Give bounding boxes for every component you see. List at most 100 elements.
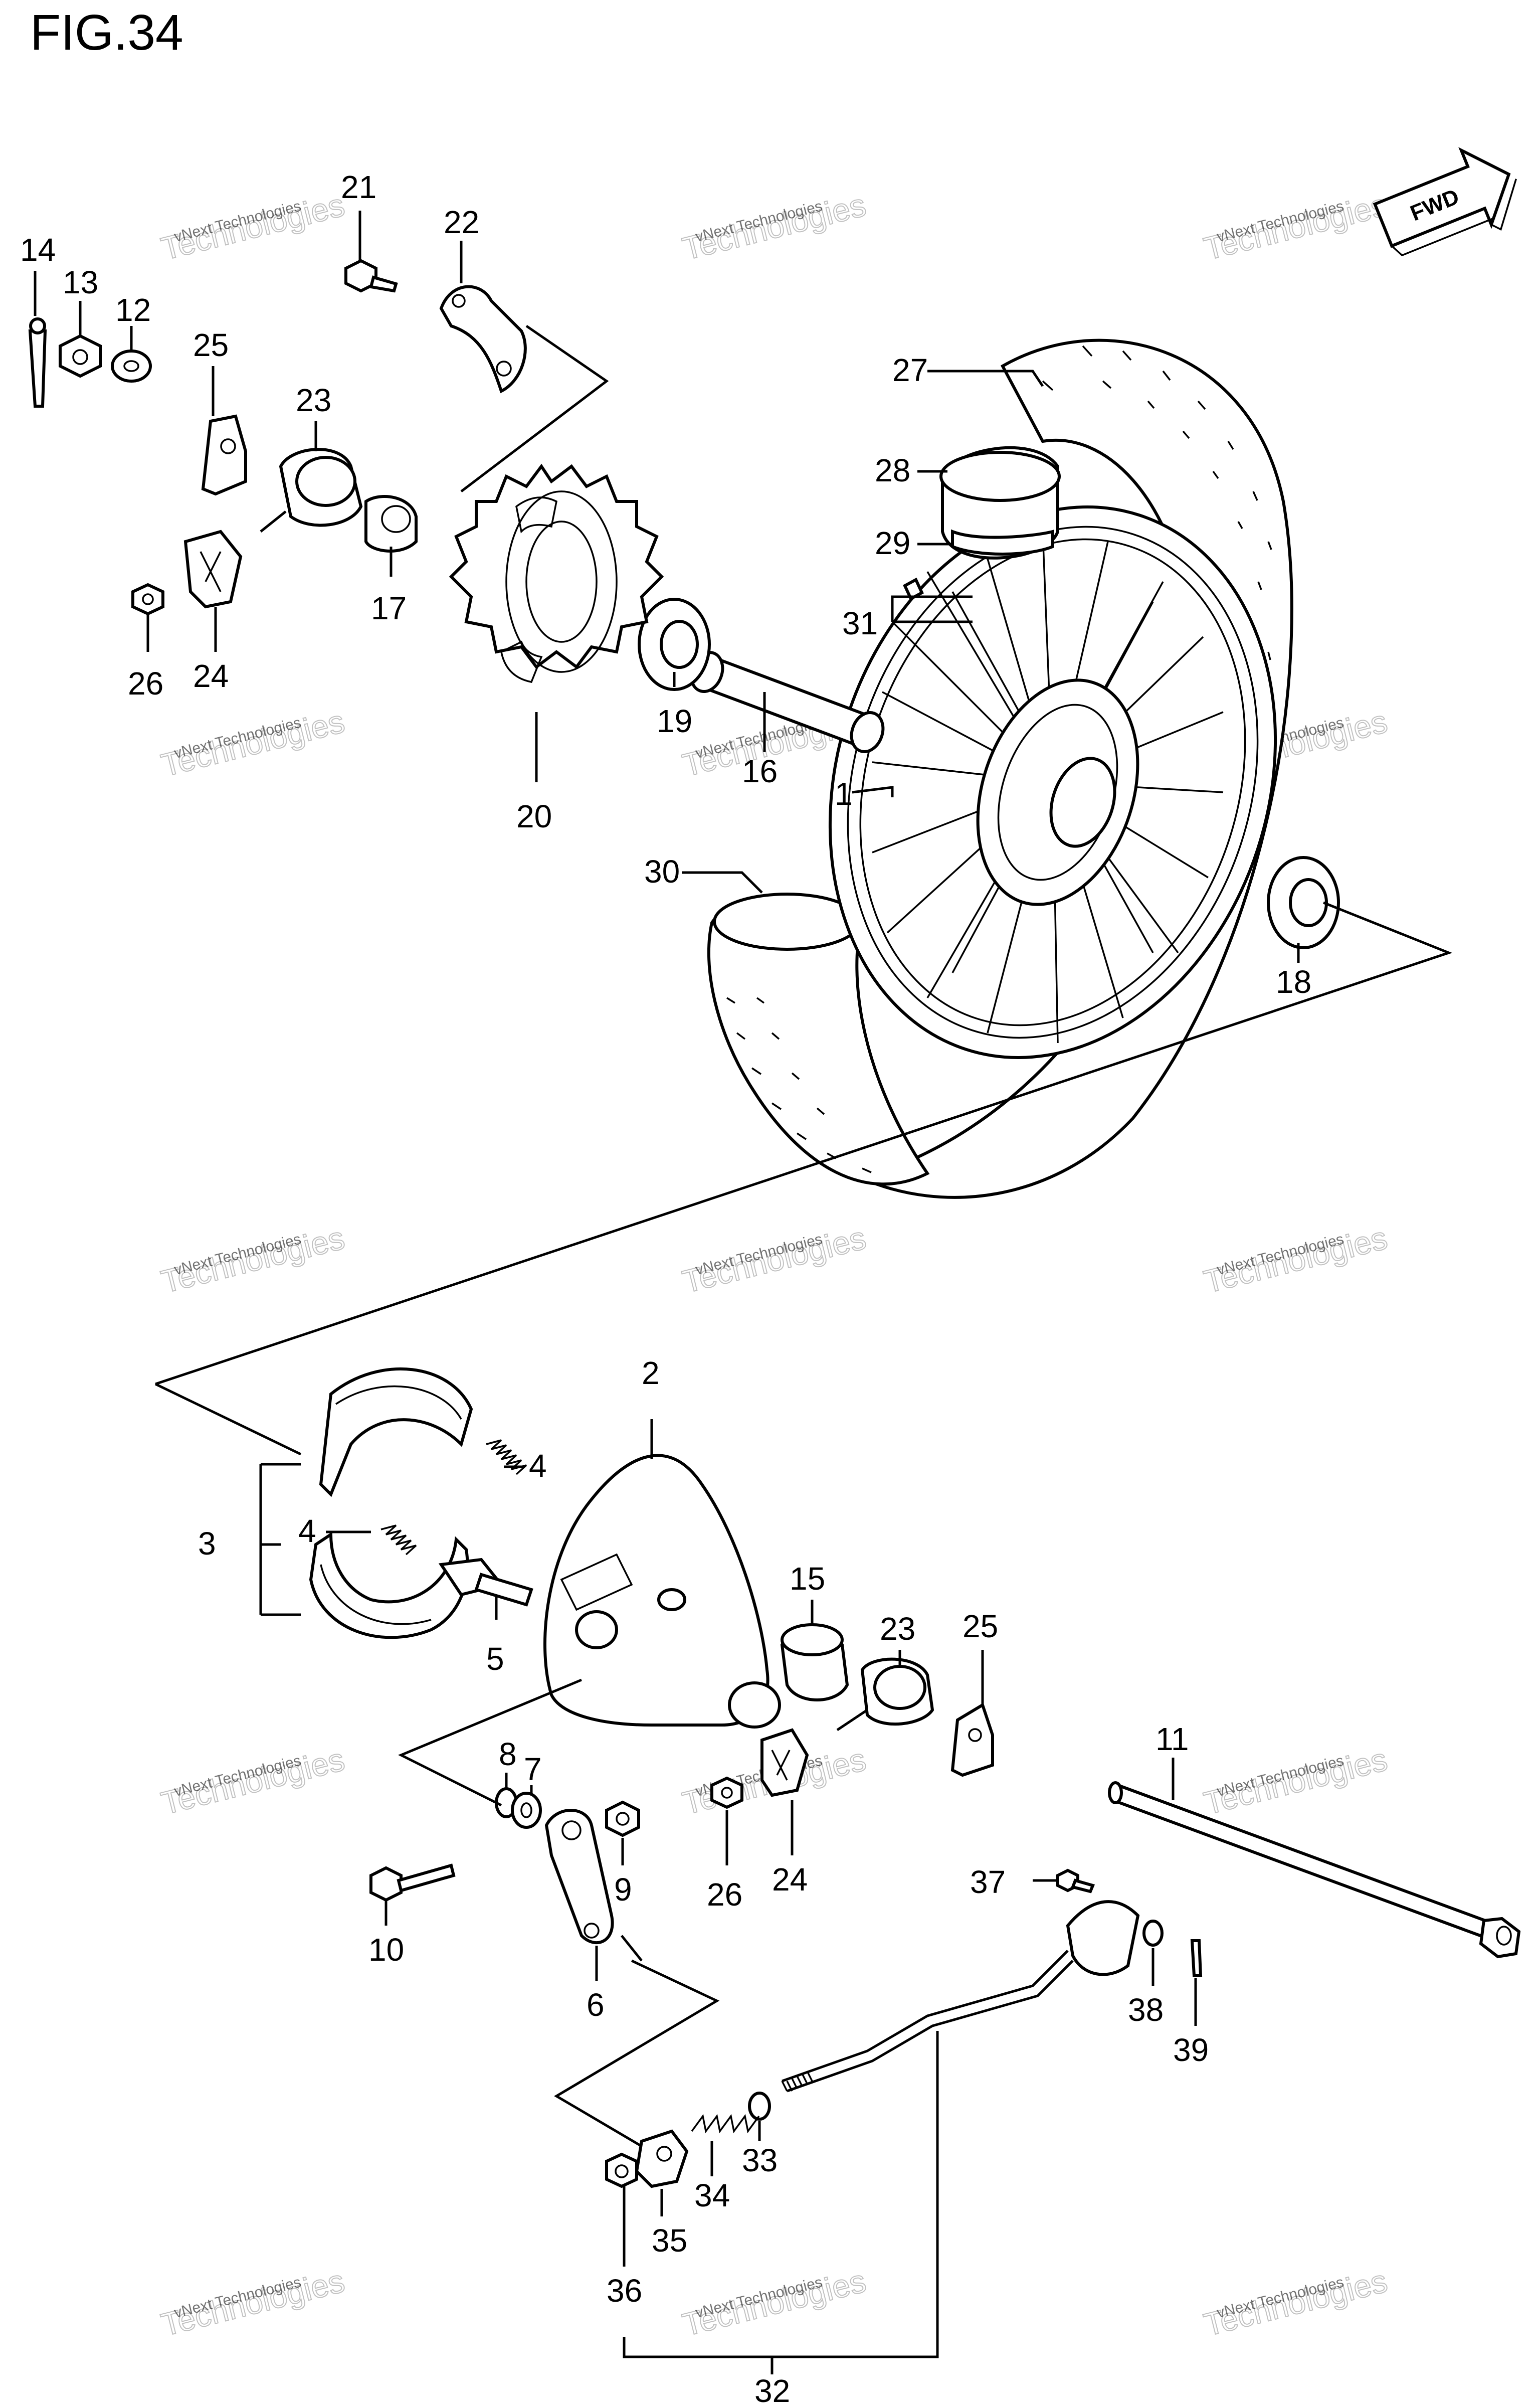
callout-20: 20 [516, 798, 552, 834]
bolt-10 [369, 1863, 456, 1902]
washer-7 [511, 1792, 542, 1829]
brake-arm-6 [544, 1809, 614, 1945]
callout-3: 3 [198, 1525, 216, 1562]
callout-21: 21 [341, 169, 376, 205]
fwd-arrow-icon: FWD [1373, 147, 1517, 257]
bolt-37 [1056, 1868, 1095, 1894]
callout-26a: 26 [128, 665, 163, 702]
callout-leaders [34, 211, 1300, 2374]
leader-arm-group [398, 1678, 582, 1807]
figure-title: FIG.34 [30, 5, 183, 61]
watermark-9: Technologies vNext Technologies [1200, 1219, 1391, 1300]
adjuster-block-24b [760, 1728, 809, 1797]
callout-26b: 26 [707, 1876, 742, 1913]
callout-22: 22 [444, 204, 479, 240]
callout-2: 2 [642, 1355, 660, 1391]
watermark-12: Technologies vNext Technologies [1200, 1741, 1391, 1822]
chain-adjuster-23a [260, 448, 363, 533]
washer-38 [1142, 1920, 1164, 1947]
bearing-18 [1267, 856, 1340, 949]
callout-16: 16 [742, 753, 778, 789]
callout-33: 33 [742, 2142, 778, 2178]
brake-shoe-upper [319, 1367, 473, 1497]
watermark-2: Technologies vNext Technologies [678, 186, 870, 267]
brake-panel-2 [543, 1454, 781, 1729]
callout-13: 13 [63, 264, 98, 300]
callout-34: 34 [694, 2177, 730, 2213]
callout-30: 30 [644, 853, 680, 890]
callout-14: 14 [20, 232, 56, 268]
leader-wheel-brake [155, 901, 1453, 1386]
spring-34 [691, 2114, 760, 2134]
watermark-4: Technologies vNext Technologies [157, 703, 348, 784]
nut-13 [59, 334, 102, 378]
callout-19: 19 [657, 703, 692, 739]
watermark-15: Technologies vNext Technologies [1200, 2262, 1391, 2343]
callout-6: 6 [587, 1987, 605, 2023]
watermark-7: Technologies vNext Technologies [157, 1219, 348, 1300]
joint-35 [635, 2129, 689, 2188]
nut-9 [605, 1800, 640, 1837]
callout-39: 39 [1173, 2032, 1209, 2068]
watermark-1: Technologies vNext Technologies [157, 186, 348, 267]
cotter-pin-39 [1190, 1939, 1203, 1977]
spring-4b [380, 1524, 417, 1556]
nut-36 [605, 2152, 638, 2188]
watermark-3: Technologies vNext Technologies [1200, 186, 1391, 267]
brake-shoe-lower [309, 1531, 469, 1639]
callout-12: 12 [115, 292, 151, 328]
lock-plate-22 [439, 285, 527, 394]
sprocket-20 [449, 463, 664, 683]
adjuster-block-24a [183, 530, 243, 609]
callout-9: 9 [614, 1871, 632, 1908]
adjuster-plate-25a [201, 414, 247, 496]
watermark-14: Technologies vNext Technologies [678, 2262, 870, 2343]
callout-10: 10 [368, 1932, 404, 1968]
brake-rod-32 [781, 1900, 1140, 2093]
callout-15: 15 [790, 1561, 825, 1597]
callout-4b: 4 [298, 1513, 316, 1549]
callout-37: 37 [970, 1864, 1006, 1900]
watermark-10: Technologies vNext Technologies [157, 1741, 348, 1822]
callout-31: 31 [842, 605, 878, 641]
callout-5: 5 [486, 1641, 504, 1677]
brake-cam-5 [438, 1558, 533, 1607]
callout-23a: 23 [296, 382, 331, 418]
chain-adjuster-23b [836, 1657, 934, 1732]
bearing-19 [638, 598, 711, 691]
callout-labels: 14 13 12 25 23 21 22 17 24 26 20 19 16 1… [20, 169, 1311, 2407]
callout-17: 17 [371, 590, 407, 626]
callout-11: 11 [1156, 1721, 1189, 1757]
leader-sprocket-group [460, 324, 609, 492]
washer-33 [748, 2092, 771, 2121]
callout-7: 7 [524, 1751, 542, 1787]
leader-wheel-brake-2 [154, 1383, 302, 1456]
callout-29: 29 [875, 525, 910, 561]
callout-27: 27 [892, 352, 928, 388]
adjuster-plate-25b [950, 1702, 994, 1777]
nut-26a [131, 583, 164, 616]
callout-25a: 25 [193, 327, 229, 363]
watermark-13: Technologies vNext Technologies [157, 2262, 348, 2343]
washer-12 [111, 350, 152, 383]
rim-band-28 [939, 446, 1061, 560]
axle-11 [1108, 1781, 1521, 1959]
leader-rod-group [554, 1959, 720, 2148]
rim-strip-29 [951, 529, 1054, 556]
spring-4a [486, 1439, 527, 1475]
callout-1: 1 [835, 776, 853, 812]
cotter-pin-14 [28, 317, 47, 408]
callout-23b: 23 [880, 1611, 915, 1647]
callout-4a: 4 [529, 1448, 547, 1484]
callout-32: 32 [754, 2373, 790, 2407]
leader-clevis [621, 1935, 643, 1962]
callout-18: 18 [1276, 964, 1311, 1000]
callout-38: 38 [1128, 1992, 1164, 2028]
callout-24b: 24 [772, 1861, 808, 1898]
spacer-15 [780, 1623, 849, 1701]
callout-28: 28 [875, 452, 910, 488]
wheel-rim-assembly [828, 505, 1277, 1059]
callout-36: 36 [607, 2273, 642, 2309]
